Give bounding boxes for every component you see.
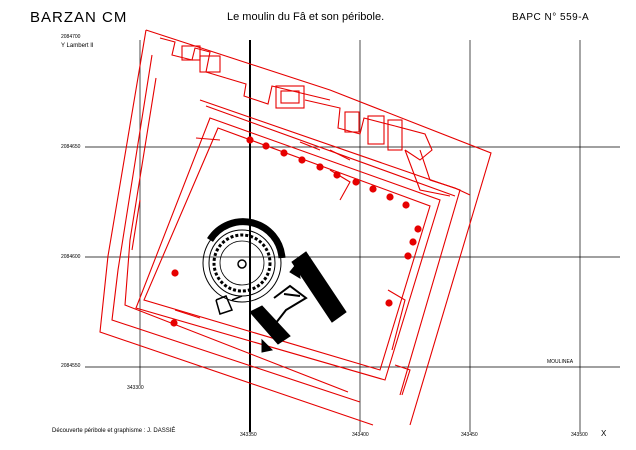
mill-ring bbox=[208, 229, 276, 297]
building-room-inner bbox=[280, 90, 300, 104]
site-name: BARZAN CM bbox=[30, 9, 128, 26]
post-hole bbox=[352, 178, 360, 186]
peribolos-outlines bbox=[99, 29, 492, 426]
corner-mark: X bbox=[601, 429, 607, 438]
mill-annex bbox=[215, 295, 234, 315]
plan-title: Le moulin du Fâ et son péribole. bbox=[227, 11, 385, 23]
post-holes bbox=[170, 136, 422, 327]
post-hole bbox=[402, 201, 410, 209]
outline-mid bbox=[124, 77, 349, 393]
post-hole bbox=[170, 319, 178, 327]
building-outline bbox=[329, 149, 351, 161]
post-hole bbox=[333, 171, 341, 179]
wall-fragment bbox=[387, 289, 406, 351]
building-outline bbox=[404, 149, 451, 197]
y-label-2084550: 2084550 bbox=[61, 363, 81, 369]
coordinate-grid bbox=[85, 40, 620, 432]
wall-fragment bbox=[195, 137, 221, 141]
outline-inner-4 bbox=[205, 105, 456, 197]
mill-sail-frame bbox=[283, 293, 301, 297]
windmill bbox=[202, 218, 286, 315]
post-hole bbox=[409, 238, 417, 246]
mill-sail-tip bbox=[261, 338, 274, 353]
building-outline bbox=[225, 77, 331, 105]
projection-label: Y Lambert II bbox=[61, 43, 94, 49]
x-label-343350: 343350 bbox=[240, 432, 257, 438]
mill-sails bbox=[249, 251, 347, 353]
post-hole bbox=[298, 156, 306, 164]
building-room bbox=[387, 119, 403, 151]
mill-sail-tip bbox=[289, 260, 301, 279]
post-hole bbox=[385, 299, 393, 307]
x-label-343500: 343500 bbox=[571, 432, 588, 438]
outline-outer-top bbox=[145, 29, 492, 426]
outline-inner bbox=[135, 117, 441, 381]
building-outline bbox=[419, 149, 471, 196]
wall-fragment bbox=[131, 199, 141, 251]
mill-dashed-ring bbox=[212, 233, 272, 293]
post-hole bbox=[404, 252, 412, 260]
post-hole bbox=[369, 185, 377, 193]
y-label-2084650: 2084650 bbox=[61, 144, 81, 150]
building-room bbox=[199, 55, 221, 73]
building-room bbox=[344, 111, 360, 133]
y-label-2084700: 2084700 bbox=[61, 34, 81, 40]
building-outline bbox=[159, 37, 227, 79]
outline-inner-2 bbox=[143, 127, 431, 371]
outline-outer-2 bbox=[111, 54, 361, 403]
x-label-343450: 343450 bbox=[461, 432, 478, 438]
mill-inner-ring bbox=[219, 240, 265, 286]
post-hole bbox=[386, 193, 394, 201]
post-hole bbox=[280, 149, 288, 157]
mill-annex bbox=[231, 295, 243, 301]
post-hole bbox=[246, 136, 254, 144]
post-hole bbox=[262, 142, 270, 150]
x-label-343300: 343300 bbox=[127, 385, 144, 391]
mill-sail-frame bbox=[271, 284, 308, 329]
place-label: MOULINEA bbox=[547, 359, 574, 365]
post-hole bbox=[414, 225, 422, 233]
building-room bbox=[367, 115, 385, 145]
wall-fragment bbox=[174, 309, 201, 319]
outline-inner-3 bbox=[199, 99, 461, 396]
x-label-343400: 343400 bbox=[352, 432, 369, 438]
credit-line: Découverte péribole et graphisme : J. DA… bbox=[52, 428, 176, 434]
y-label-2084600: 2084600 bbox=[61, 254, 81, 260]
building-room bbox=[181, 45, 201, 61]
building-outline bbox=[299, 141, 321, 151]
outline-outer bbox=[99, 29, 374, 426]
building-outline bbox=[394, 125, 433, 161]
mill-sail bbox=[249, 305, 291, 345]
post-hole bbox=[171, 269, 179, 277]
wall-fragment bbox=[394, 364, 411, 396]
building-outline bbox=[304, 99, 396, 135]
post-hole bbox=[316, 163, 324, 171]
mill-sail bbox=[291, 251, 347, 323]
building-room bbox=[275, 85, 305, 109]
mill-center bbox=[237, 259, 247, 269]
mill-wall-arc bbox=[207, 218, 286, 259]
reference-code: BAPC N° 559-A bbox=[512, 12, 590, 23]
